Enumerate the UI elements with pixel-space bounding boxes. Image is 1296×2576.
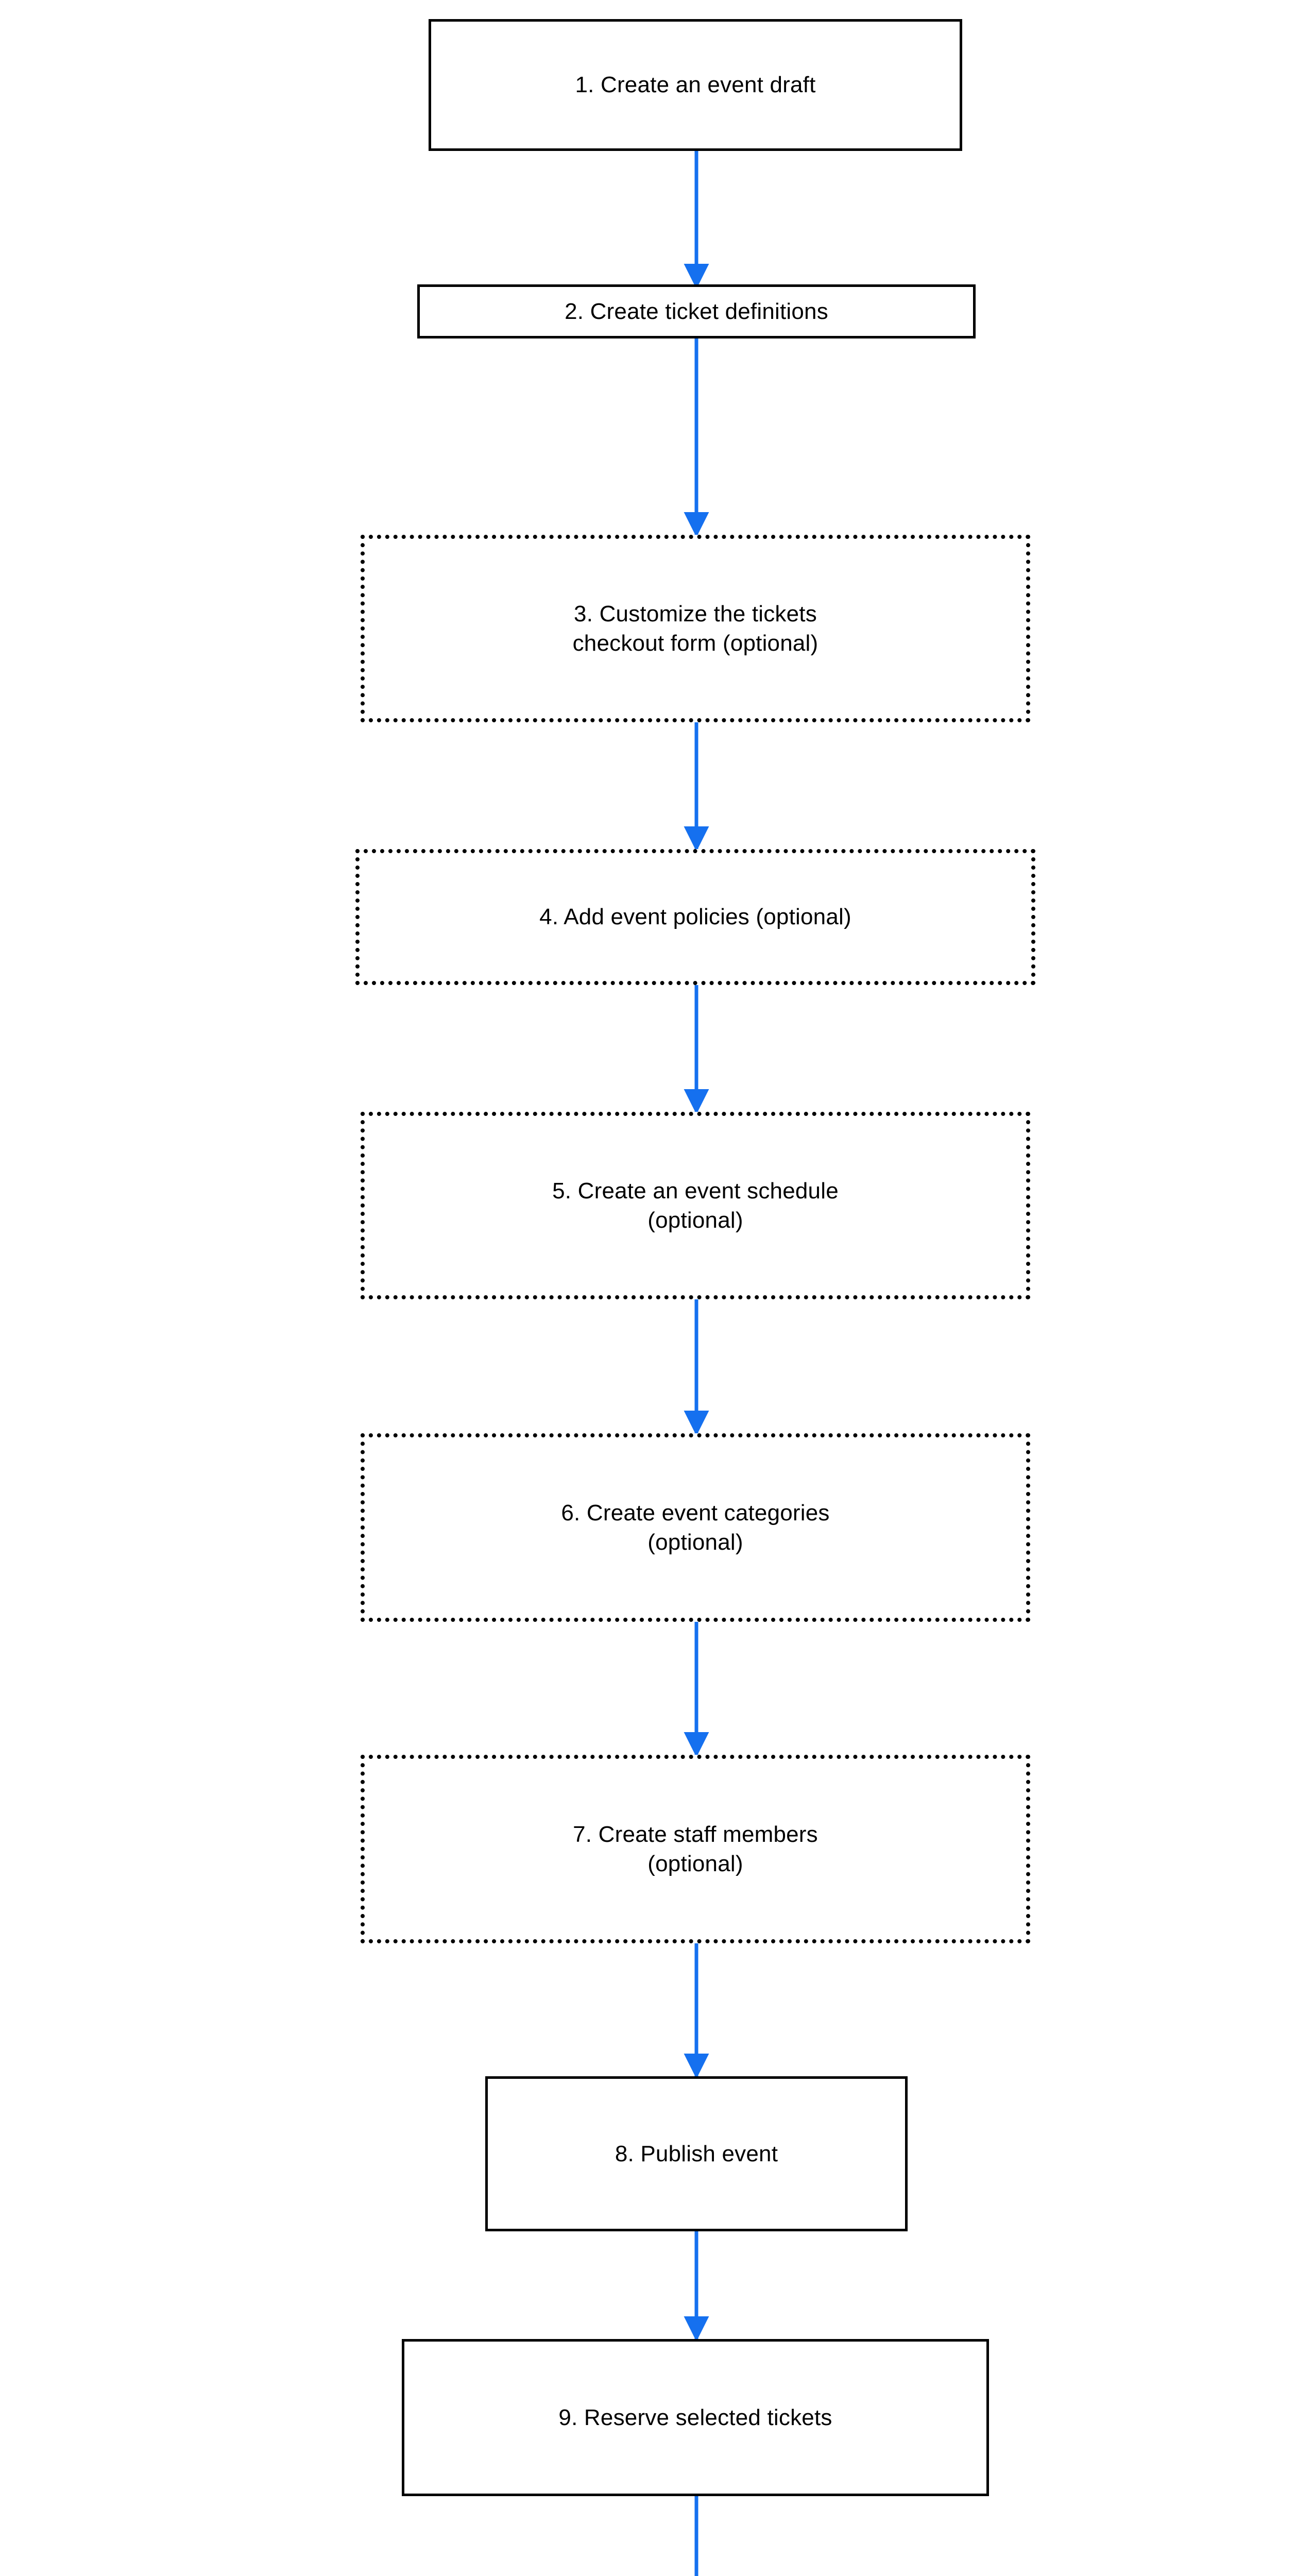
node-label: 6. Create event categories (optional) <box>561 1500 830 1555</box>
node-customize-checkout-form[interactable]: 3. Customize the tickets checkout form (… <box>361 535 1030 722</box>
node-create-ticket-definitions[interactable]: 2. Create ticket definitions <box>417 284 976 338</box>
node-create-event-categories[interactable]: 6. Create event categories (optional) <box>361 1433 1030 1622</box>
node-label: 9. Reserve selected tickets <box>558 2404 832 2430</box>
node-label: 5. Create an event schedule (optional) <box>552 1178 839 1233</box>
node-publish-event[interactable]: 8. Publish event <box>485 2076 908 2231</box>
node-create-event-schedule[interactable]: 5. Create an event schedule (optional) <box>361 1112 1030 1299</box>
node-label: 3. Customize the tickets checkout form (… <box>572 601 818 656</box>
node-create-staff-members[interactable]: 7. Create staff members (optional) <box>361 1755 1030 1943</box>
node-label: 7. Create staff members (optional) <box>573 1821 818 1876</box>
node-create-event-draft[interactable]: 1. Create an event draft <box>429 19 962 151</box>
node-add-event-policies[interactable]: 4. Add event policies (optional) <box>355 849 1035 985</box>
node-reserve-selected-tickets[interactable]: 9. Reserve selected tickets <box>402 2339 989 2496</box>
node-label: 8. Publish event <box>615 2141 778 2166</box>
node-label: 2. Create ticket definitions <box>565 298 828 324</box>
node-label: 1. Create an event draft <box>575 72 816 98</box>
node-label: 4. Add event policies (optional) <box>539 904 851 930</box>
